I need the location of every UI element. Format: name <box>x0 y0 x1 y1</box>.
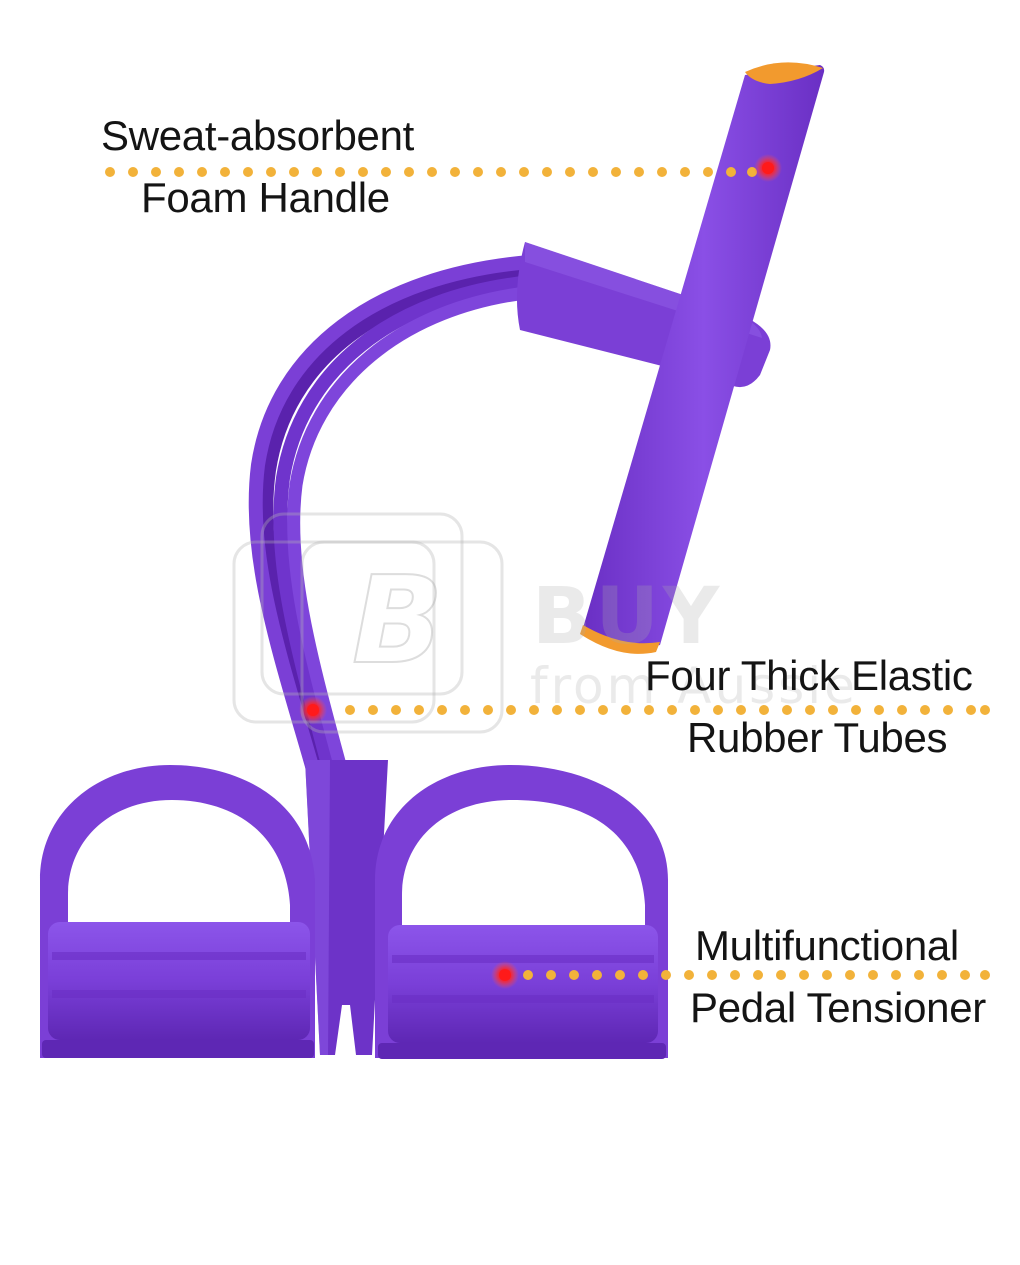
foam-handle <box>580 62 825 654</box>
handle-label-line1: Sweat-absorbent <box>101 112 415 159</box>
tubes-callout-label: Four Thick Elastic Rubber Tubes <box>645 650 973 764</box>
pedal-label-line2: Pedal Tensioner <box>690 984 986 1031</box>
callout-markers <box>299 154 782 989</box>
elastic-tubes <box>248 255 541 788</box>
right-pedal <box>375 765 668 1059</box>
tubes-leader-dots <box>345 705 990 715</box>
pedal-leader-dots <box>523 970 990 980</box>
callout-leader-lines <box>105 167 990 980</box>
pedal-joint <box>305 760 388 1055</box>
handle-label-line2: Foam Handle <box>141 174 390 221</box>
handle-leader-dots <box>105 167 757 177</box>
left-pedal <box>40 765 315 1058</box>
pedal-callout-label: Multifunctional Pedal Tensioner <box>690 920 986 1034</box>
pedal-label-line1: Multifunctional <box>695 922 959 969</box>
handle-callout-label: Sweat-absorbent Foam Handle <box>101 110 414 224</box>
tubes-label-line2: Rubber Tubes <box>687 714 948 761</box>
tubes-label-line1: Four Thick Elastic <box>645 652 973 699</box>
